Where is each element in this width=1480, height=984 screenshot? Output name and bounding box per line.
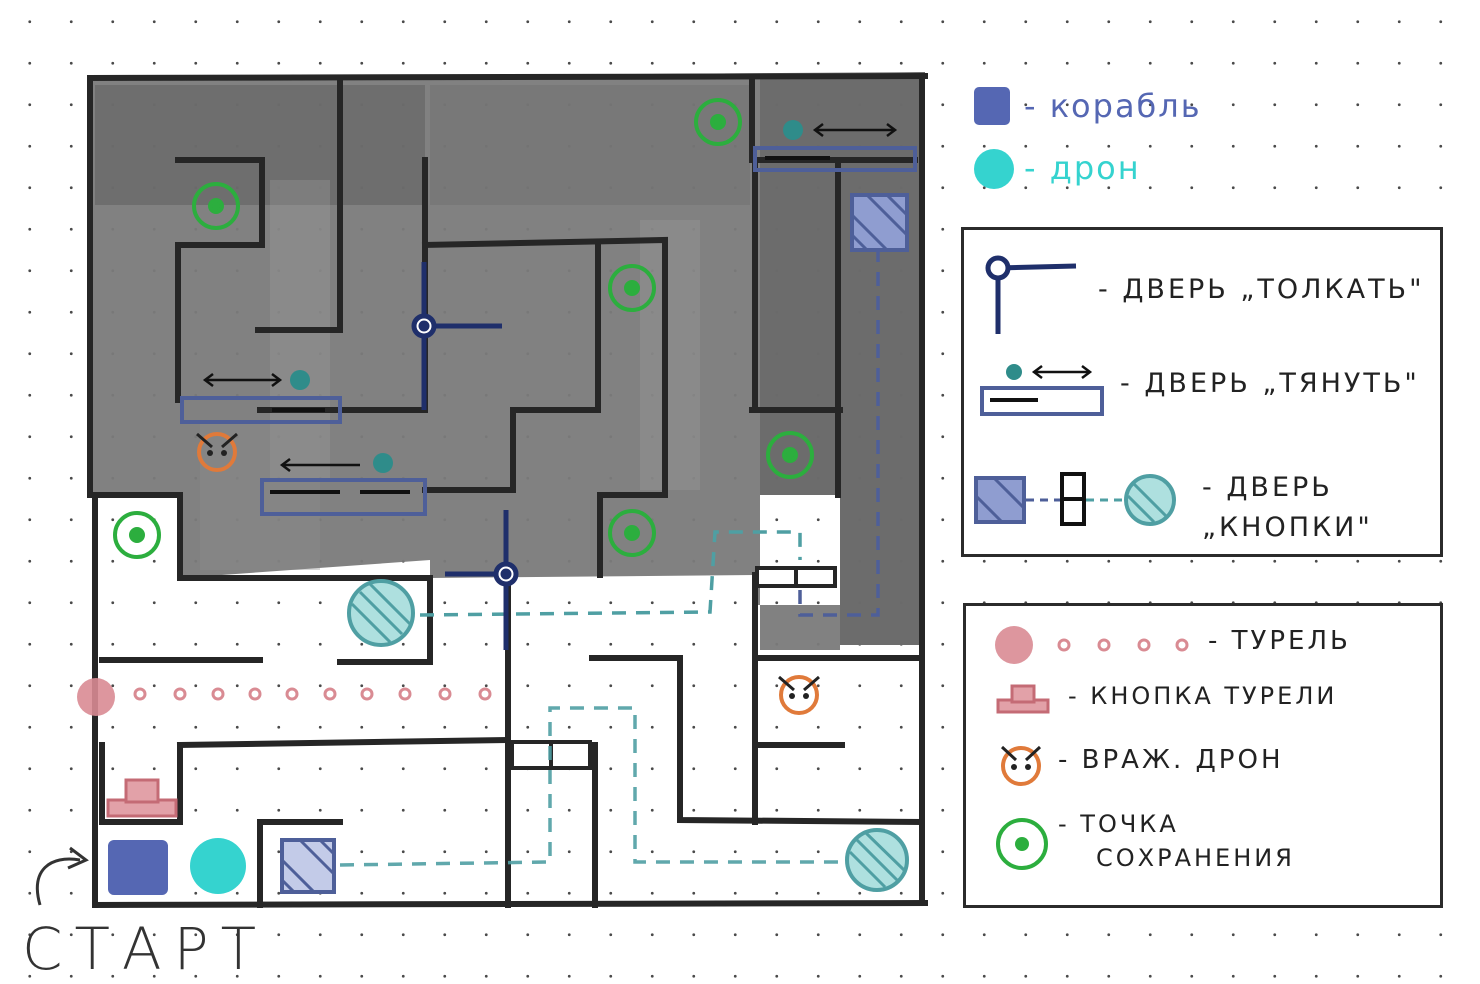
legend-button-label: - дверь „КНОПКИ" <box>1202 472 1373 543</box>
legend-pull-label: - дверь „ТЯНУТЬ" <box>1120 368 1420 399</box>
button-door-square[interactable] <box>280 838 336 894</box>
door-links <box>339 245 880 867</box>
legend-push-label: - дверь „ТОЛКАТЬ" <box>1098 274 1425 305</box>
checkpoints <box>113 98 814 559</box>
start-arrow-icon <box>35 846 89 906</box>
button-door-icon <box>974 472 1176 526</box>
legend-button-door: - дверь „КНОПКИ" <box>974 468 1370 543</box>
turret-shots <box>133 687 492 701</box>
checkpoint <box>113 511 161 559</box>
checkpoint <box>608 264 656 312</box>
checkpoint <box>192 182 240 230</box>
legend-objects: - турель - кнопка турели - враж. дрон - … <box>963 603 1443 908</box>
legend-pull-door: - дверь „ТЯНУТЬ" <box>978 360 1417 424</box>
legend-turret-button: - кнопка турели <box>994 682 1334 722</box>
push-door-icon <box>985 255 1077 334</box>
maze-walls <box>86 72 929 909</box>
checkpoint <box>694 98 742 146</box>
enemy-drone <box>196 432 238 472</box>
legend-ship: - корабль <box>972 85 1200 131</box>
start-label: СТАРТ <box>22 915 269 983</box>
legend-drone: - дрон <box>972 147 1139 195</box>
ship-square-icon <box>974 87 1010 125</box>
legend-turret-label: - турель <box>1208 626 1351 656</box>
pull-door-icon <box>980 364 1104 416</box>
pull-door[interactable] <box>753 120 917 172</box>
button-door-square[interactable] <box>850 193 909 252</box>
ship[interactable] <box>108 840 168 895</box>
checkpoint <box>608 509 656 557</box>
legend-doors: - дверь „ТОЛКАТЬ" - дверь „ТЯНУТЬ" - две… <box>961 227 1443 557</box>
enemy-drone-icon <box>1000 745 1042 786</box>
legend-checkpoint-label-2: сохранения <box>1096 844 1295 872</box>
legend-turret: - турель <box>994 624 1348 670</box>
legend-checkpoint-label-1: - точка <box>1058 810 1179 838</box>
legend-push-door: - дверь „ТОЛКАТЬ" <box>980 252 1422 346</box>
pull-door[interactable] <box>260 453 427 516</box>
pull-door[interactable] <box>180 370 342 424</box>
checkpoint <box>766 431 814 479</box>
legend-turret-button-label: - кнопка турели <box>1068 682 1338 710</box>
legend-checkpoint: - точка сохранения <box>994 810 1292 876</box>
drone-circle-icon <box>974 149 1014 189</box>
legend-enemy-drone: - враж. дрон <box>996 741 1281 791</box>
button-door-round[interactable] <box>845 828 909 892</box>
turret-button-icon <box>996 684 1050 714</box>
legend-enemy-drone-label: - враж. дрон <box>1058 745 1284 775</box>
turret <box>77 678 115 716</box>
drone[interactable] <box>190 838 246 894</box>
push-door[interactable] <box>445 510 519 650</box>
turret-icon <box>995 626 1189 664</box>
push-door[interactable] <box>411 262 502 410</box>
dark-area <box>90 72 925 650</box>
checkpoint-icon <box>996 818 1048 870</box>
button-door-round[interactable] <box>347 579 415 647</box>
enemy-drone <box>778 675 820 715</box>
turret-button[interactable] <box>106 778 178 818</box>
legend-drone-label: - дрон <box>1024 149 1141 187</box>
legend-ship-label: - корабль <box>1024 87 1202 125</box>
button-door-switch-2[interactable] <box>755 566 837 588</box>
